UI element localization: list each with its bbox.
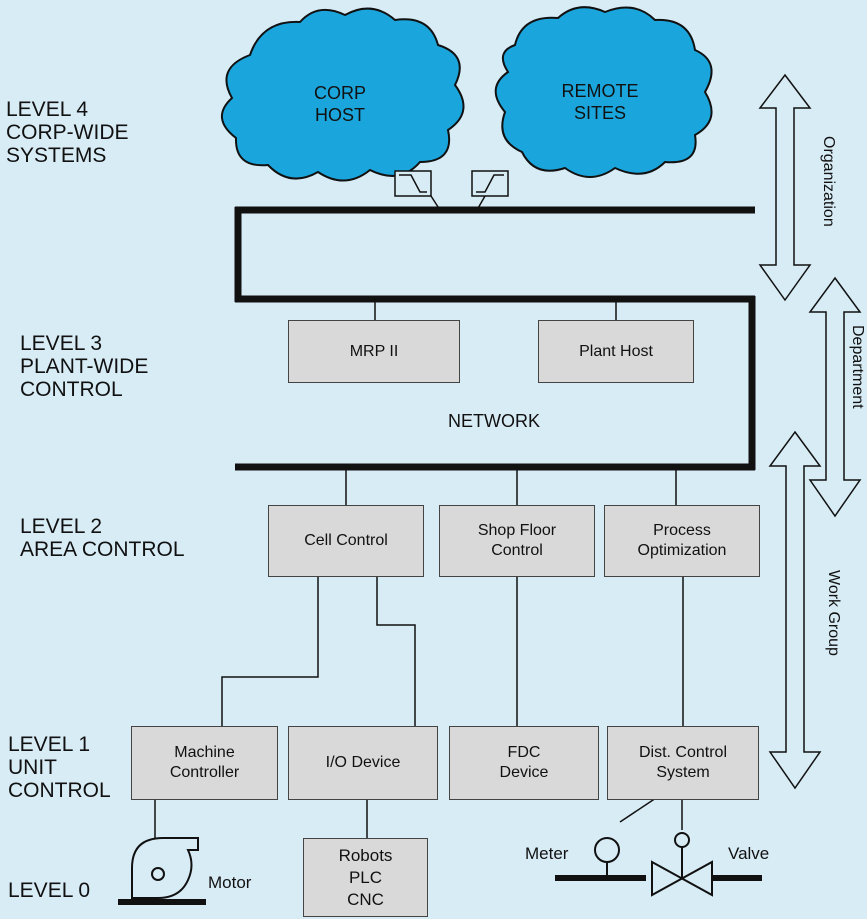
organization-arrow — [758, 73, 812, 302]
dist-control-system-box: Dist. Control System — [607, 726, 759, 800]
robots-plc-cnc-box: Robots PLC CNC — [303, 838, 428, 917]
department-arrow — [808, 276, 862, 518]
corp-host-label: CORP HOST — [313, 83, 366, 125]
level-2-label: LEVEL 2 AREA CONTROL — [20, 515, 185, 561]
level-0-label: LEVEL 0 — [8, 879, 91, 902]
machine-controller-box: Machine Controller — [131, 726, 278, 800]
level-1-label: LEVEL 1 UNIT CONTROL — [8, 733, 111, 802]
valve-label: Valve — [728, 844, 770, 863]
level-4-label: LEVEL 4 CORP-WIDE SYSTEMS — [6, 98, 129, 167]
remote-sites-label: REMOTE SITES — [561, 81, 639, 123]
motor-label: Motor — [208, 873, 252, 892]
valve-icon — [651, 832, 762, 897]
mrp-ii-box: MRP II — [288, 320, 460, 383]
motor-icon — [118, 837, 206, 905]
fdc-device-box: FDC Device — [449, 726, 599, 800]
meter-icon — [555, 837, 646, 881]
cell-control-box: Cell Control — [268, 505, 424, 577]
network-label: NETWORK — [448, 411, 540, 431]
process-optimization-box: Process Optimization — [604, 505, 760, 577]
io-device-box: I/O Device — [288, 726, 438, 800]
shop-floor-control-box: Shop Floor Control — [439, 505, 595, 577]
department-label: Department — [849, 325, 866, 409]
organization-label: Organization — [820, 136, 837, 227]
work-group-label: Work Group — [825, 570, 842, 656]
corp-host-cloud — [221, 7, 465, 182]
plant-host-box: Plant Host — [538, 320, 694, 383]
level-3-label: LEVEL 3 PLANT-WIDE CONTROL — [20, 332, 149, 401]
remote-sites-cloud — [494, 6, 713, 178]
work-group-arrow — [768, 430, 822, 790]
meter-label: Meter — [525, 844, 569, 863]
